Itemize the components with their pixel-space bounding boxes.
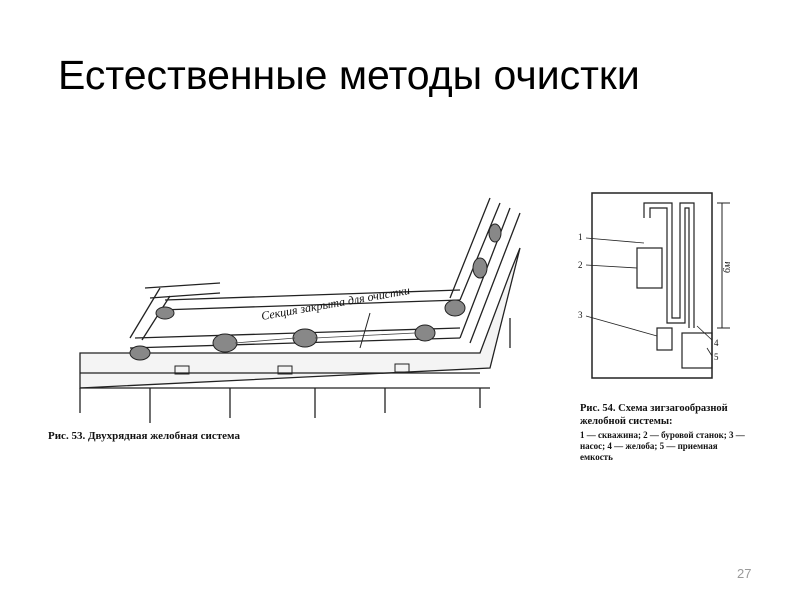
label-2: 2 xyxy=(578,260,583,270)
figure53-caption: Рис. 53. Двухрядная желобная система xyxy=(48,430,240,442)
label-5: 5 xyxy=(714,352,719,362)
page-number: 27 xyxy=(737,566,752,581)
figure54-caption-header: Рис. 54. Схема зигзагообразной желобной … xyxy=(580,403,728,427)
label-3: 3 xyxy=(578,310,583,320)
trough-system-diagram: Секция закрыта для очистки xyxy=(79,197,521,423)
figure54-caption: Рис. 54. Схема зигзагообразной желобной … xyxy=(580,402,745,463)
dimension-label: 6м xyxy=(722,261,733,273)
label-4: 4 xyxy=(714,338,719,348)
zigzag-scheme-diagram: 6м 1 2 3 4 5 xyxy=(578,192,733,379)
label-1: 1 xyxy=(578,232,583,242)
slide-title: Естественные методы очистки xyxy=(58,52,640,98)
figure54-legend: 1 — скважина; 2 — буровой станок; 3 — на… xyxy=(580,430,745,462)
